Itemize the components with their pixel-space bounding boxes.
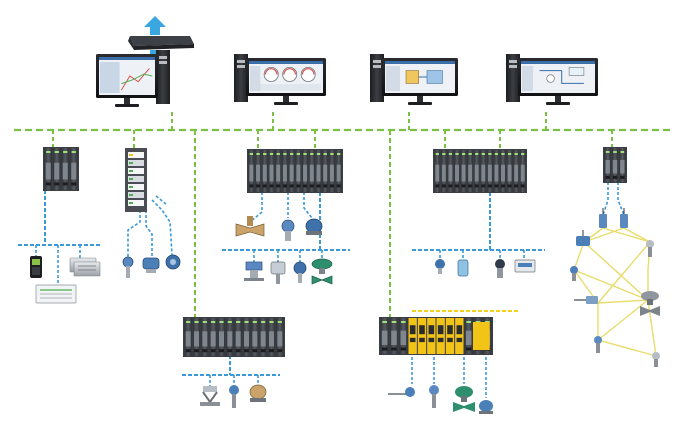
io-rack-icon [433, 149, 527, 193]
remote-io-icon [514, 259, 536, 273]
io-module-icon [35, 284, 77, 304]
monitor-stand-icon [124, 98, 130, 104]
controller-small-1 [43, 147, 79, 191]
wire-c5-gw-b [617, 182, 625, 216]
controller-large-1 [247, 149, 343, 193]
wireless-transmitter-icon [574, 296, 598, 304]
flow-meter-icon [244, 261, 264, 281]
control-network [14, 112, 672, 318]
plant-schematic-screen-icon [521, 61, 595, 93]
temperature-sensor-icon [435, 259, 445, 274]
monitor-stand-icon [417, 96, 423, 102]
drive-bay-icon [509, 65, 517, 68]
wireless-transmitter-icon [570, 266, 578, 281]
control-valve-icon [453, 386, 475, 412]
pump-icon [479, 400, 493, 414]
wire-c3-3 [303, 192, 313, 219]
workstation-3 [370, 54, 458, 105]
monitor-stand-icon [283, 96, 289, 102]
drive-bay-icon [373, 65, 381, 68]
monitor-stand-icon [555, 96, 561, 102]
monitor-base-icon [546, 102, 570, 105]
workstation-2 [234, 54, 326, 105]
drive-bay-icon [159, 56, 167, 59]
valve-icon [235, 216, 265, 237]
controller-safety [379, 317, 493, 355]
workstation-1 [96, 50, 170, 107]
pressure-transmitter-icon [429, 385, 439, 408]
pressure-transmitter-icon [229, 385, 239, 408]
wireless-transmitter-icon [646, 240, 654, 257]
io-rack-icon [183, 317, 285, 357]
monitor-base-icon [274, 102, 298, 105]
wire-tower-1 [127, 205, 141, 258]
wireless-transmitter-icon [594, 336, 602, 353]
wireless-transmitter-icon [576, 230, 590, 246]
controller-bottom [183, 317, 285, 357]
drive-bay-icon [159, 61, 167, 64]
wire-c5-gw-a [602, 182, 609, 216]
upload-arrow-icon [144, 16, 166, 35]
pressure-transmitter-icon [281, 219, 295, 241]
level-transmitter-icon [270, 261, 286, 284]
drive-bay-icon [237, 65, 245, 68]
trend-chart-screen-icon [99, 57, 155, 95]
wire-tower-2 [145, 205, 153, 258]
gauge-dashboard-screen-icon [249, 61, 323, 93]
io-rack-icon [603, 147, 627, 183]
drive-bay-icon [373, 60, 381, 63]
drive-bay-icon [237, 60, 245, 63]
wireless-mesh [573, 227, 657, 357]
pump-icon [305, 218, 323, 235]
io-rack-icon [247, 149, 343, 193]
valve-icon [200, 386, 220, 406]
control-valve-icon [640, 291, 660, 316]
wireless-transmitter-icon [652, 352, 660, 367]
controller-large-2 [433, 149, 527, 193]
temperature-sensor-icon [388, 387, 415, 397]
temperature-sensor-icon [165, 254, 181, 270]
pump-icon [249, 384, 267, 402]
controller-tower [125, 148, 147, 212]
wire-tower-4 [155, 195, 167, 205]
monitor-base-icon [115, 104, 139, 107]
field-buses [18, 182, 625, 398]
io-rack-icon [43, 147, 79, 191]
control-valve-icon [311, 258, 333, 285]
wireless-gateway-icon [599, 208, 628, 228]
monitor-base-icon [408, 102, 432, 105]
controller-small-2 [603, 147, 627, 183]
temperature-sensor-icon [293, 261, 307, 283]
controllers [43, 147, 627, 357]
io-tower-icon [125, 148, 147, 212]
wire-c3-1 [249, 192, 263, 223]
flow-transmitter-icon [495, 259, 505, 278]
flow-transmitter-icon [142, 257, 160, 273]
process-graphic-screen-icon [385, 61, 455, 93]
level-transmitter-icon [457, 259, 469, 277]
wire-tower-3 [151, 199, 173, 256]
remote-io-icon [69, 257, 101, 277]
workstations [96, 50, 598, 107]
field-devices [30, 208, 660, 414]
pressure-transmitter-icon [122, 256, 134, 278]
safety-io-rack-icon [379, 317, 493, 355]
gateway-appliance-icon [130, 36, 194, 46]
drive-bay-icon [509, 60, 517, 63]
hand-terminal-icon [30, 256, 42, 278]
workstation-4 [506, 54, 598, 105]
